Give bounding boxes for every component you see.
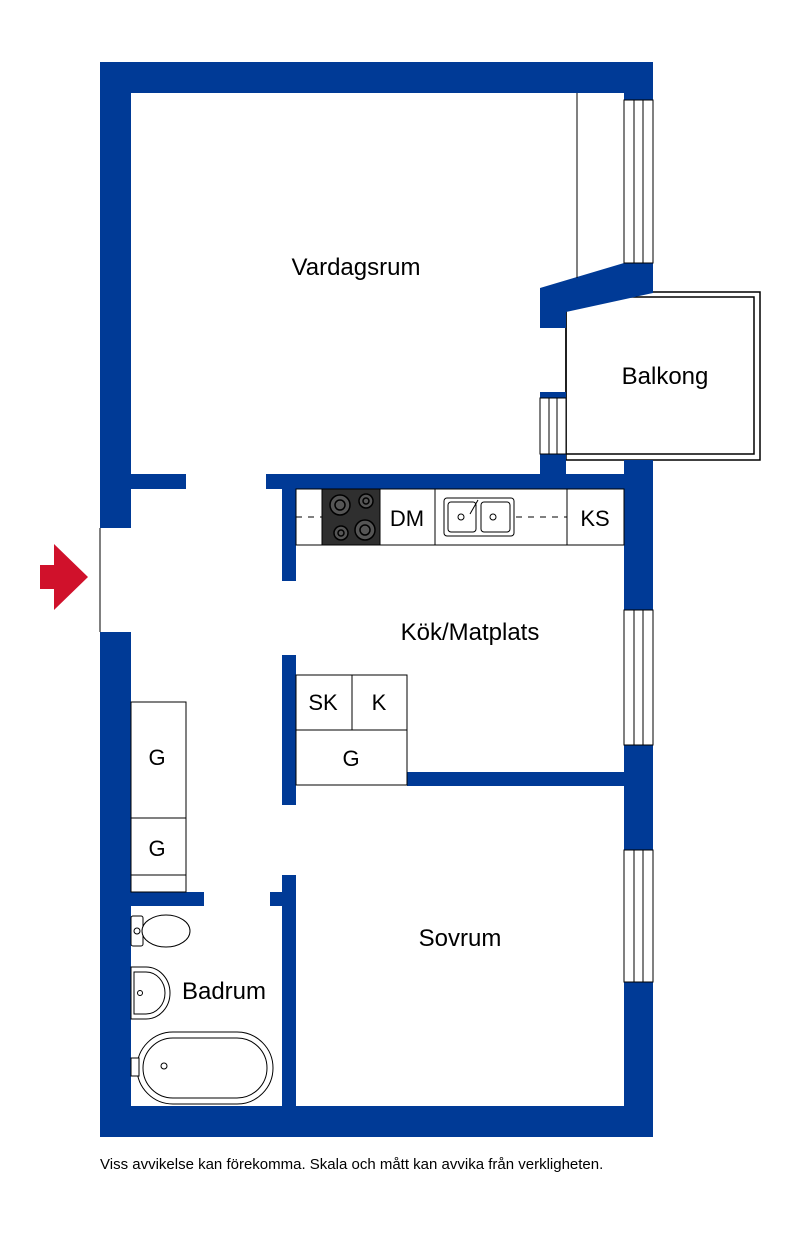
bedroom-window xyxy=(623,849,654,983)
room-label-vardagsrum: Vardagsrum xyxy=(292,254,421,281)
fixture-label-fridge-freezer: KS xyxy=(580,506,609,531)
room-label-badrum: Badrum xyxy=(182,978,266,1005)
room-label-balkong: Balkong xyxy=(622,363,709,390)
fixture-label-kitchen-wardrobe: G xyxy=(342,746,359,771)
sink-icon xyxy=(443,497,515,537)
hall-wardrobes xyxy=(130,701,187,893)
disclaimer: Viss avvikelse kan förekomma. Skala och … xyxy=(100,1156,604,1173)
bathtub-icon xyxy=(130,1031,274,1105)
kitchen-window xyxy=(623,609,654,746)
entrance-arrow-icon xyxy=(40,544,88,610)
room-label-kok: Kök/Matplats xyxy=(401,619,540,646)
stove-icon xyxy=(321,488,381,546)
fixture-label-fridge: K xyxy=(372,690,387,715)
balcony-door-window xyxy=(539,397,567,455)
fixture-label-hall-wardrobe-2: G xyxy=(148,836,165,861)
fixture-label-hall-wardrobe-1: G xyxy=(148,745,165,770)
washbasin-icon xyxy=(130,966,171,1020)
outer-walls xyxy=(100,62,653,1137)
balcony xyxy=(565,291,761,461)
fixture-label-dishwasher: DM xyxy=(390,506,424,531)
room-label-sovrum: Sovrum xyxy=(419,925,502,952)
kitchen-appliances xyxy=(295,674,408,786)
living-room-window xyxy=(623,99,654,264)
fixture-label-freezer: SK xyxy=(308,690,338,715)
toilet-icon xyxy=(130,914,191,948)
windows xyxy=(539,93,654,983)
